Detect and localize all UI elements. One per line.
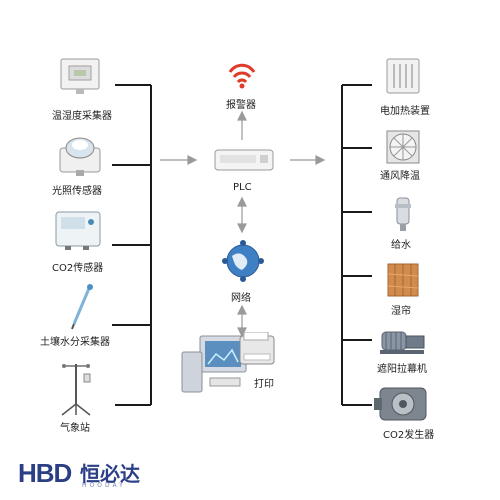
plc-label: PLC (233, 182, 252, 193)
computer-printer-icon (181, 332, 275, 393)
sensor-label-soil-moisture: 土壤水分采集器 (40, 337, 110, 348)
shade-motor-icon (380, 331, 425, 354)
alarm-label: 报警器 (226, 100, 256, 111)
actuator-label-heater: 电加热装置 (380, 106, 430, 117)
sensor-label-co2: CO2传感器 (52, 263, 104, 274)
soil-moisture-probe-icon (71, 284, 93, 330)
actuator-label-co2-generator: CO2发生器 (383, 430, 435, 441)
wet-curtain-icon (387, 263, 419, 297)
sensor-label-temperature-humidity: 温湿度采集器 (52, 111, 112, 122)
ventilation-fan-icon (386, 130, 420, 164)
electric-heater-icon (386, 58, 420, 94)
temperature-humidity-sensor-icon (60, 58, 100, 94)
sensor-label-weather-station: 气象站 (60, 423, 90, 434)
network-globe-icon (222, 240, 264, 282)
brand-name-en: HOODAY (82, 482, 126, 489)
brand-mark: HBD (18, 458, 72, 488)
actuator-label-shade-motor: 遮阳拉幕机 (377, 364, 427, 375)
co2-generator-icon (374, 387, 427, 421)
actuator-label-wet-curtain: 湿帘 (391, 306, 411, 317)
plc-icon (214, 149, 274, 171)
co2-sensor-icon (55, 211, 101, 250)
light-sensor-icon (59, 137, 101, 176)
brand-name-cn: 恒必达 (80, 462, 140, 486)
actuator-label-ventilation: 通风降温 (380, 171, 420, 182)
sensor-label-light: 光照传感器 (52, 186, 102, 197)
print-label: 打印 (254, 379, 274, 390)
brand-logo: HBD 恒必达 HOODAY (18, 456, 218, 490)
alarm-icon (228, 63, 256, 89)
network-label: 网络 (231, 293, 251, 304)
weather-station-icon (61, 364, 91, 416)
water-pump-icon (395, 197, 411, 231)
actuator-label-water-supply: 给水 (391, 240, 411, 251)
